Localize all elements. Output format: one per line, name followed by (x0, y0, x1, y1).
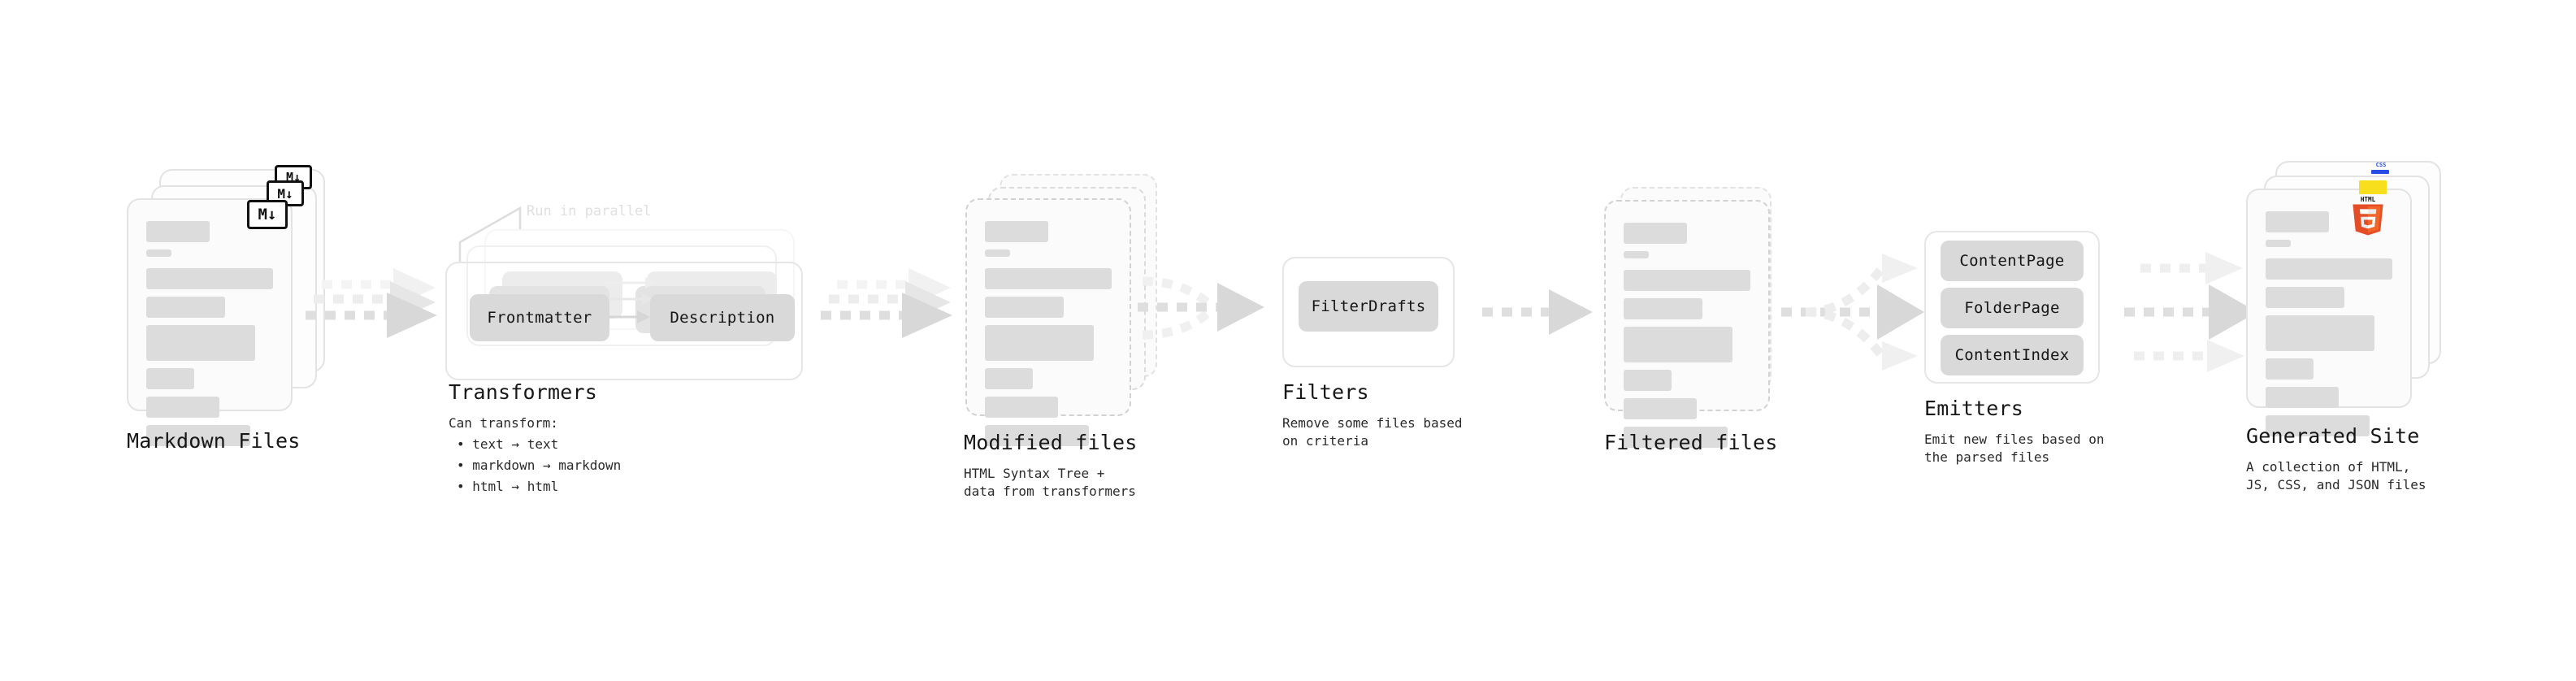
run-in-parallel-bracket (458, 206, 522, 263)
generated-site-title: Generated Site (2246, 424, 2420, 448)
modified-files-desc: HTML Syntax Tree + data from transformer… (964, 466, 1136, 499)
arrow-emitters-to-site (2124, 252, 2257, 372)
run-in-parallel-label: Run in parallel (527, 203, 652, 219)
filtered-files-title: Filtered files (1604, 431, 1778, 454)
emitters-desc: Emit new files based on the parsed files (1924, 432, 2105, 465)
markdown-skeleton (146, 221, 273, 453)
filters-desc: Remove some files based on criteria (1282, 415, 1463, 449)
site-skeleton (2266, 211, 2392, 444)
filters-title: Filters (1282, 380, 1369, 404)
svg-text:HTML: HTML (2361, 196, 2376, 203)
js-badge (2359, 180, 2387, 194)
css-badge-label: CSS (2375, 162, 2387, 168)
emitter-chip-contentpage[interactable]: ContentPage (1941, 241, 2084, 281)
markdown-card-front (127, 198, 293, 446)
modified-files-title: Modified files (964, 431, 1138, 454)
emitters-title: Emitters (1924, 397, 2024, 420)
filter-chip-filterdrafts[interactable]: FilterDrafts (1299, 281, 1438, 332)
arrow-filtered-to-emitters (1781, 254, 1924, 371)
transformers-bullet-1: • markdown → markdown (457, 458, 622, 473)
emitter-chip-folderpage[interactable]: FolderPage (1941, 288, 2084, 328)
transformers-frame-front (445, 262, 803, 380)
transformers-desc: Can transform: (449, 415, 558, 431)
transformer-chip-frontmatter[interactable]: Frontmatter (470, 294, 609, 341)
arrow-modified-to-filters (1138, 276, 1264, 340)
modified-skeleton (985, 221, 1112, 453)
arrow-markdown-to-transformers (306, 268, 437, 338)
css-badge (2371, 170, 2389, 174)
filtered-card-front (1604, 200, 1770, 448)
site-card-front (2246, 189, 2412, 436)
filtered-skeleton (1624, 223, 1750, 455)
markdown-files-title: Markdown Files (127, 429, 301, 453)
html5-badge: HTML (2350, 195, 2386, 236)
transformers-title: Transformers (449, 380, 598, 404)
emitters-frame (1924, 231, 2100, 384)
generated-site-desc: A collection of HTML, JS, CSS, and JSON … (2246, 459, 2426, 492)
transformers-bullet-2: • html → html (457, 479, 559, 494)
arrow-transformers-to-modified (821, 268, 952, 338)
transformers-bullet-0: • text → text (457, 436, 559, 452)
transformer-chip-description[interactable]: Description (650, 294, 795, 341)
arrow-filters-to-filtered (1482, 289, 1593, 335)
filters-frame (1282, 257, 1455, 367)
markdown-badge: M↓ (247, 200, 288, 229)
modified-card-front (965, 198, 1131, 446)
emitter-chip-contentindex[interactable]: ContentIndex (1941, 335, 2084, 375)
